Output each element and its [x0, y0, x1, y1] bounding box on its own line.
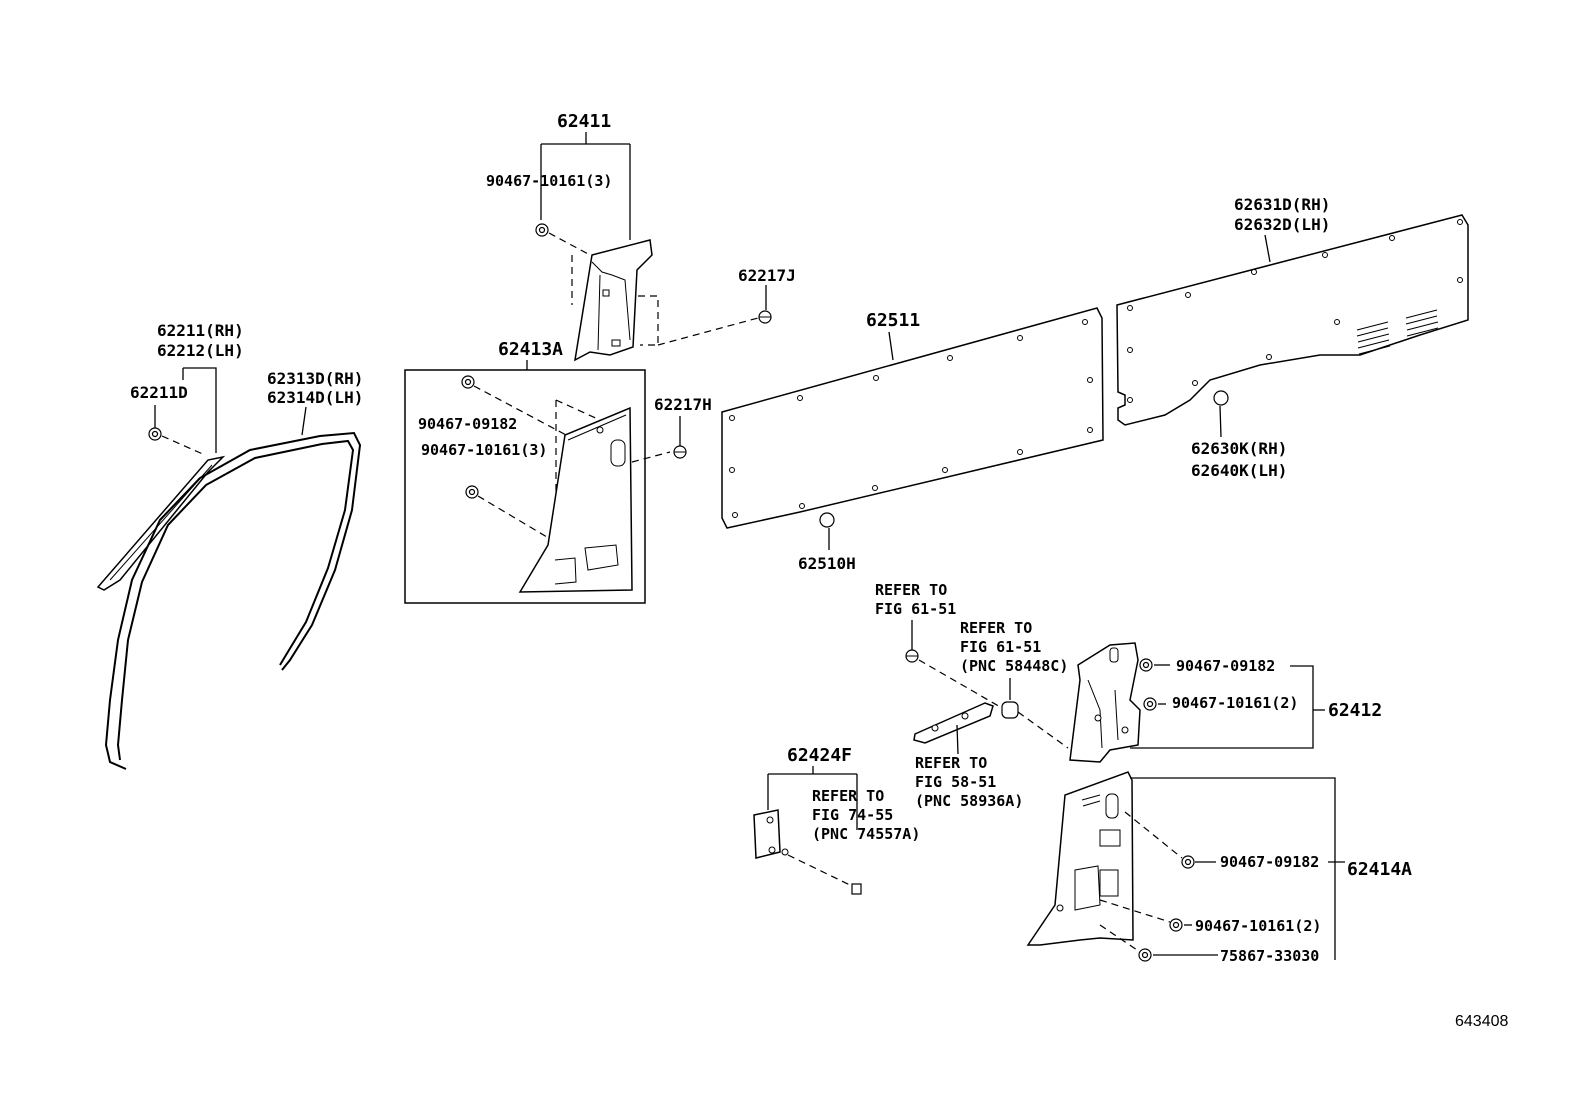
refer-4-line3: (PNC 74557A) [812, 825, 920, 843]
refer-1-line1: REFER TO [875, 581, 947, 599]
label-62217H: 62217H [654, 395, 712, 414]
label-62212: 62212(LH) [157, 341, 244, 360]
label-62412: 62412 [1328, 700, 1382, 721]
part-74557A [851, 883, 862, 895]
clip-90467-09182-r2 [1181, 855, 1195, 869]
label-62640K: 62640K(LH) [1191, 461, 1287, 480]
label-90467-10161-2-r1: 90467-10161(2) [1172, 694, 1298, 712]
refer-3-line1: REFER TO [915, 754, 987, 772]
label-62211: 62211(RH) [157, 321, 244, 340]
clip-62630K [1213, 390, 1229, 406]
label-62217J: 62217J [738, 266, 796, 285]
refer-4-line1: REFER TO [812, 787, 884, 805]
clip-90467-09182-r1 [1139, 658, 1153, 672]
trim-62414A [1026, 771, 1134, 946]
panel-62631D [1116, 214, 1469, 426]
clip-62211D [148, 427, 162, 441]
refer-2-line1: REFER TO [960, 619, 1032, 637]
vent-grille-2 [1405, 309, 1439, 337]
clip-62217J [758, 310, 772, 324]
clip-90467-09182-box [461, 375, 475, 389]
label-62510H: 62510H [798, 554, 856, 573]
label-90467-10161-3-top: 90467-10161(3) [486, 172, 612, 190]
label-62511: 62511 [866, 310, 920, 331]
clip-90467-10161-r1 [1143, 697, 1157, 711]
label-90467-09182-r2: 90467-09182 [1220, 853, 1319, 871]
label-62424F: 62424F [787, 745, 852, 766]
figure-id: 643408 [1455, 1013, 1508, 1030]
label-62411: 62411 [557, 111, 611, 132]
panel-62511 [721, 307, 1104, 529]
refer-2-line3: (PNC 58448C) [960, 657, 1068, 675]
refer-3-line2: FIG 58-51 [915, 773, 996, 791]
clip-75867-33030 [1138, 948, 1152, 962]
pillar-garnish-62211 [96, 455, 226, 591]
label-62211D: 62211D [130, 383, 188, 402]
bushing-58448C [1001, 701, 1019, 719]
label-62414A: 62414A [1347, 859, 1412, 880]
refer-1-line2: FIG 61-51 [875, 600, 956, 618]
clip-90467-10161-box [465, 485, 479, 499]
clip-90467-10161-top [535, 223, 549, 237]
label-90467-10161-2-r2: 90467-10161(2) [1195, 917, 1321, 935]
label-90467-09182-r1: 90467-09182 [1176, 657, 1275, 675]
label-62631D: 62631D(RH) [1234, 195, 1330, 214]
clip-62510H [819, 512, 835, 528]
refer-4-line2: FIG 74-55 [812, 806, 893, 824]
label-75867-33030: 75867-33030 [1220, 947, 1319, 965]
clip-62217H [673, 445, 687, 459]
label-62314D: 62314D(LH) [267, 388, 363, 407]
vent-grille-1 [1356, 321, 1391, 355]
label-62413A: 62413A [498, 339, 563, 360]
cover-62424F [753, 809, 789, 859]
bolt-refer-61-51 [905, 649, 919, 663]
bracket-58936A [913, 702, 994, 744]
trim-62411 [574, 239, 653, 362]
label-62313D: 62313D(RH) [267, 369, 363, 388]
refer-3-line3: (PNC 58936A) [915, 792, 1023, 810]
clip-90467-10161-r2 [1169, 918, 1183, 932]
label-90467-10161-3-box: 90467-10161(3) [421, 441, 547, 459]
trim-62413A [518, 406, 633, 593]
label-62630K: 62630K(RH) [1191, 439, 1287, 458]
label-90467-09182-box: 90467-09182 [418, 415, 517, 433]
trim-62412 [1069, 642, 1141, 763]
weatherstrip-62313D [104, 431, 362, 770]
refer-2-line2: FIG 61-51 [960, 638, 1041, 656]
label-62632D: 62632D(LH) [1234, 215, 1330, 234]
detail-box-62413A [404, 369, 646, 604]
